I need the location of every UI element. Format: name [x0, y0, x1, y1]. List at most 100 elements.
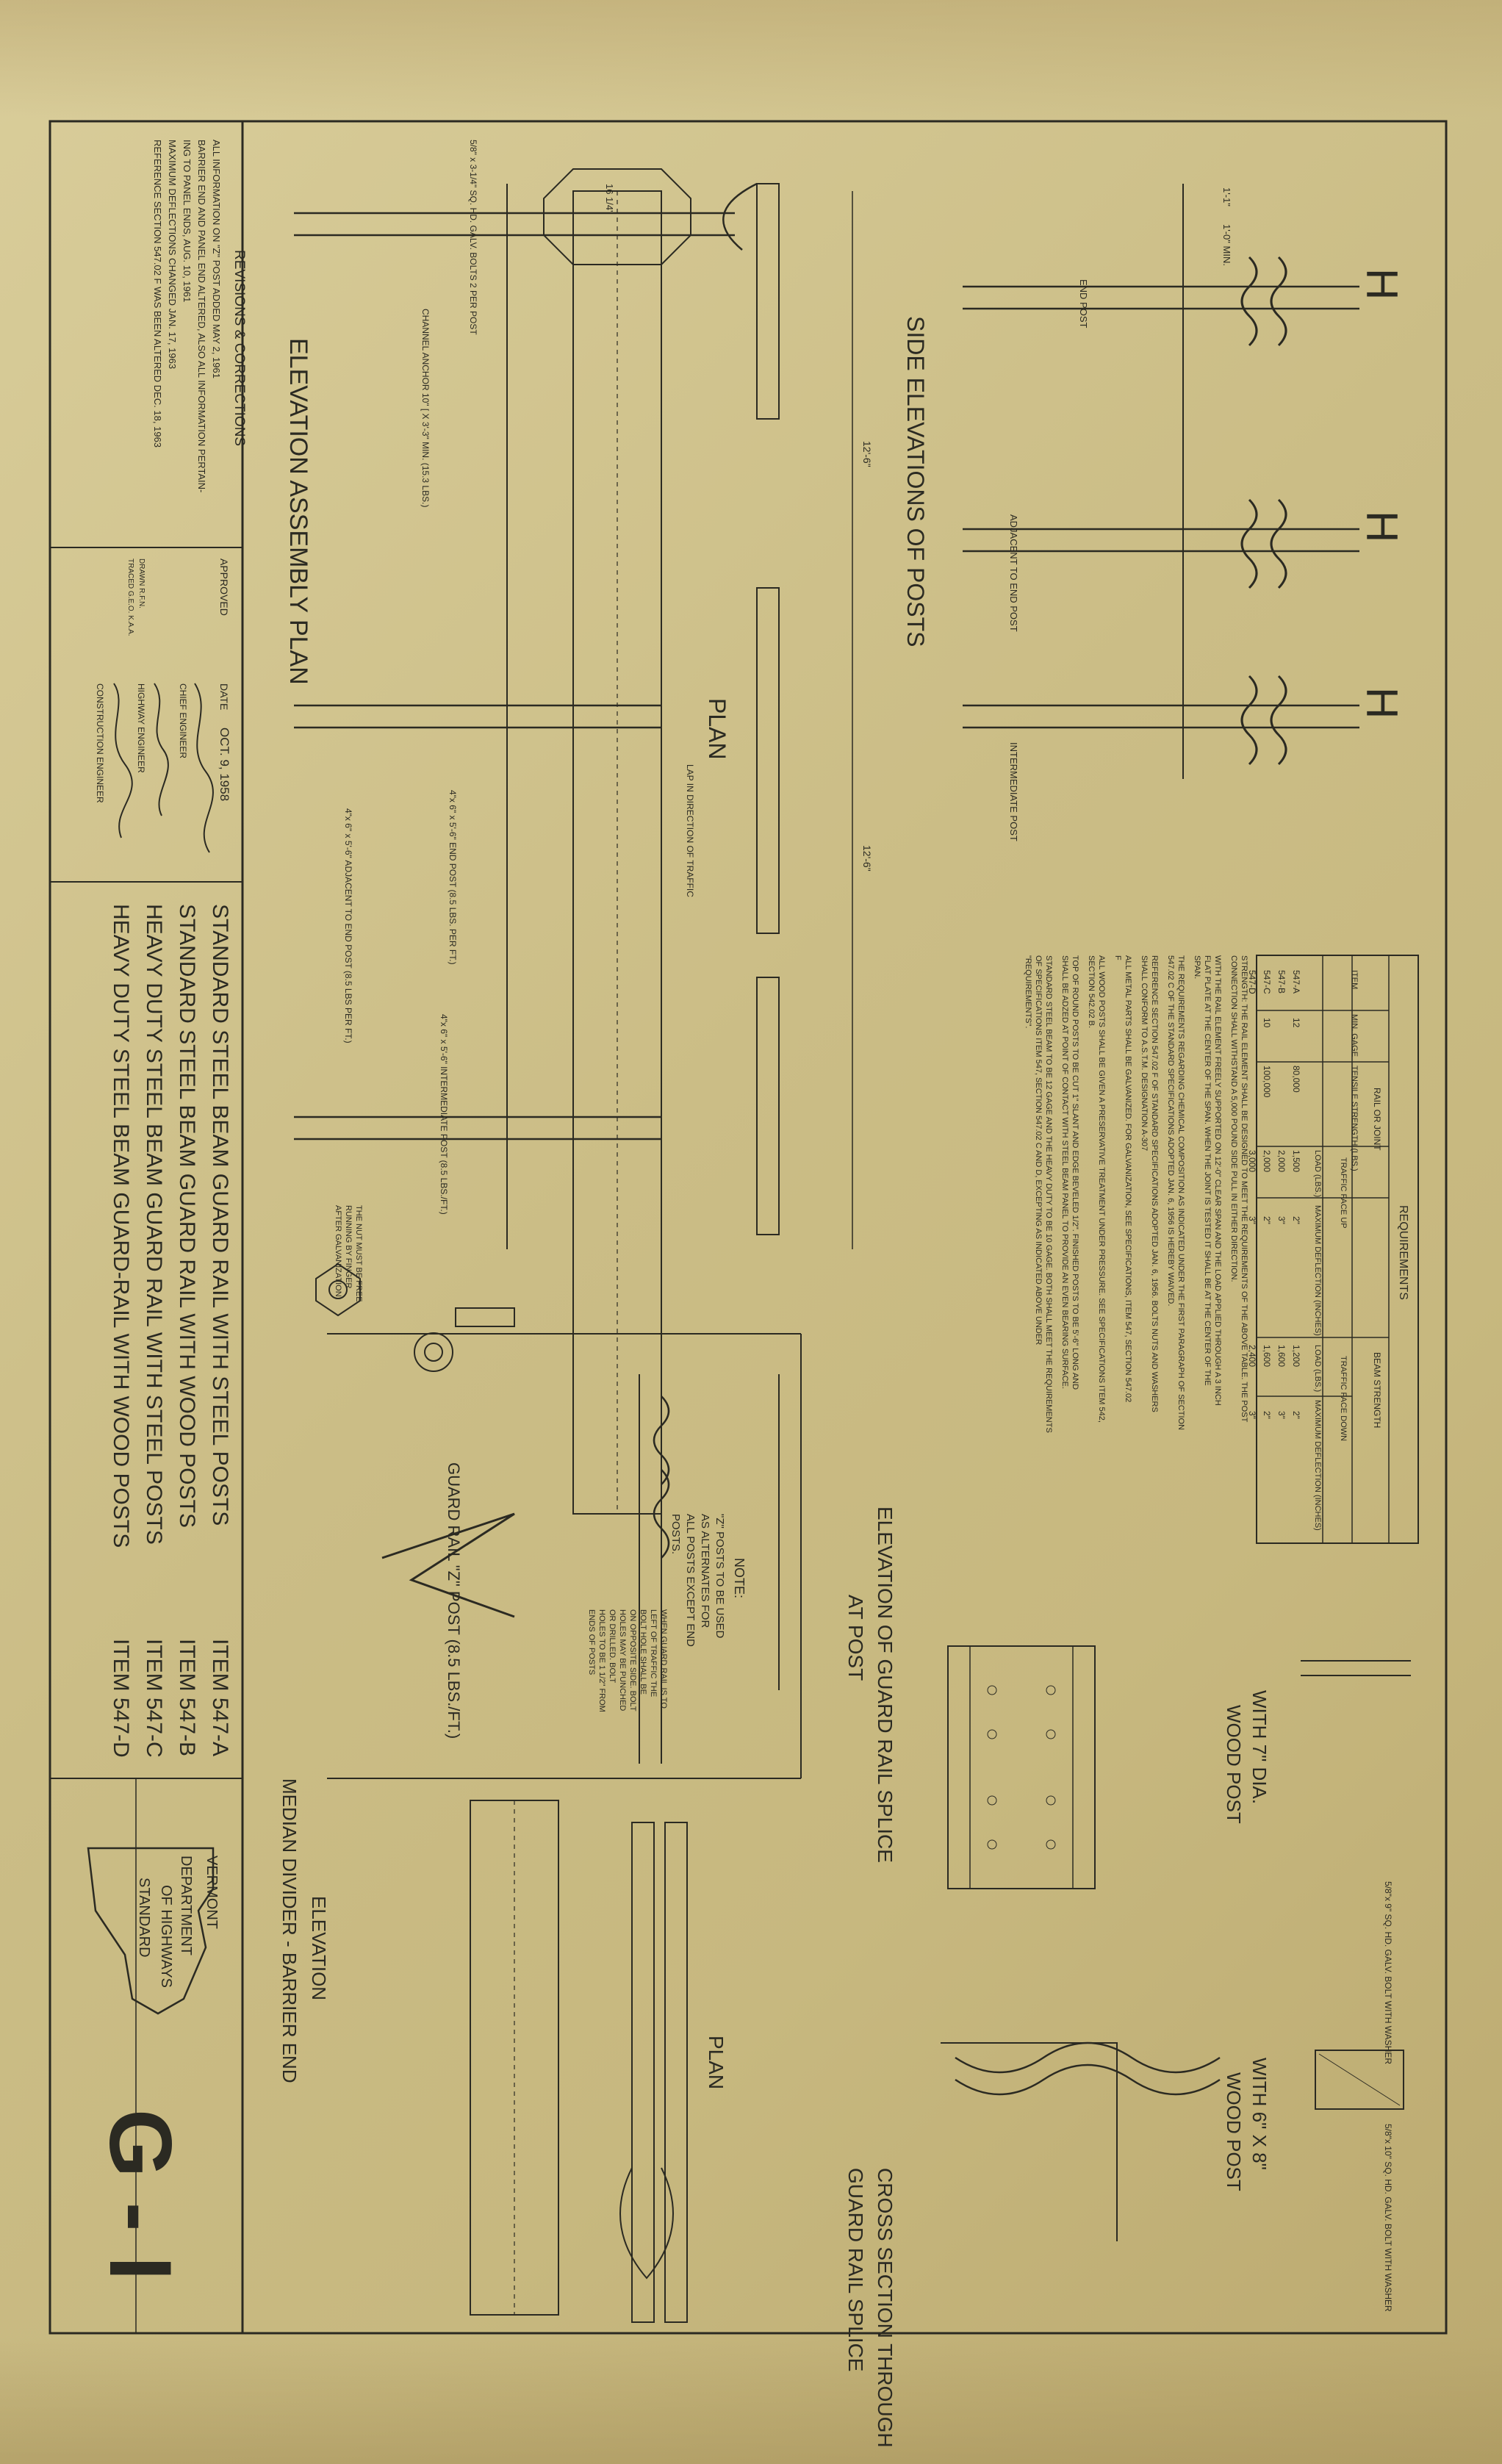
wood-post-round-2: WOOD POST	[1223, 1705, 1245, 1824]
requirements-cell: 1,200	[1291, 1345, 1301, 1367]
traffic-face-up: TRAFFIC FACE UP	[1339, 1157, 1348, 1229]
requirements-cell: 3"	[1276, 1411, 1287, 1419]
requirements-cell: 2,400	[1247, 1345, 1257, 1367]
revisions-block: REVISIONS & CORRECTIONS ALL INFORMATION …	[152, 140, 247, 492]
title-list: STANDARD STEEL BEAM GUARD RAIL WITH STEE…	[109, 904, 232, 1758]
bolt-note-line: HOLES MAY BE PUNCHED	[618, 1609, 627, 1711]
end-post-spec: 4"x 6" x 5'-6" END POST (8.5 LBS. PER FT…	[448, 790, 458, 965]
highway-engineer-label: HIGHWAY ENGINEER	[136, 683, 146, 773]
requirements-cell: 80,000	[1291, 1066, 1301, 1093]
requirements-note-line: STANDARD STEEL BEAM TO BE 12 GAGE AND TH…	[1044, 955, 1053, 1433]
z-post-title-g: GUARD RAIL "Z" POST (8.5 LBS./FT.)	[445, 1462, 463, 1739]
dim-12-6-b: 12'-6"	[861, 845, 873, 872]
svg-text:H: H	[1357, 687, 1406, 719]
sheet-border	[48, 120, 1448, 2335]
cross-section-title-g: CROSS SECTION THROUGH GUARD RAIL SPLICE	[844, 2168, 896, 2448]
wood-post-sq-2: WOOD POST	[1223, 2072, 1245, 2191]
channel-anchor-g: CHANNEL ANCHOR 10" [ X 3'-3" MIN. (15.3 …	[420, 309, 431, 507]
adjacent-post-label: ADJACENT TO END POST	[1008, 514, 1019, 632]
bolt-note-line: HOLES TO BE 1 1/2" FROM	[597, 1609, 606, 1712]
cross-section-splice	[941, 2041, 1221, 2241]
traffic-face-down: TRAFFIC FACE DOWN	[1339, 1356, 1348, 1441]
requirements-note-line: OF SPECIFICATIONS ITEM 547, SECTION 547.…	[1034, 955, 1043, 1345]
thread-note-line: THE NUT MUST BE FREE	[354, 1205, 363, 1302]
int-post-spec-g: 4"x 6" x 5'-6" INTERMEDIATE POST (8.5 LB…	[439, 1014, 449, 1215]
bolt-spec-sq-g: 5/8"x 10" SQ. HD. GALV. BOLT WITH WASHER	[1383, 2124, 1393, 2312]
bolt-spec-round-g: 5/8"x 9" SQ. HD. GALV. BOLT WITH WASHER	[1383, 1881, 1393, 2064]
thread-note-block: THE NUT MUST BE FREE RUNNING BY FINGER A…	[334, 1205, 363, 1302]
requirements-cell: 2"	[1291, 1216, 1301, 1224]
requirements-cell: 1,500	[1291, 1150, 1301, 1172]
z-note-line: ALL POSTS EXCEPT END	[684, 1514, 697, 1647]
wood-post-sq-1: WITH 6" X 8"	[1248, 2058, 1271, 2170]
requirements-cell: 12	[1291, 1018, 1301, 1028]
median-title-g: ELEVATION MEDIAN DIVIDER - BARRIER END	[279, 1778, 330, 2083]
traced-by: TRACED G.E.O. K.A.A.	[126, 558, 134, 636]
agency-department: DEPARTMENT	[178, 1856, 194, 1955]
thread-note-line: AFTER GALVANIZATION	[334, 1205, 342, 1297]
z-note-line: POSTS.	[669, 1514, 682, 1554]
lap-direction: LAP IN DIRECTION OF TRAFFIC	[685, 764, 695, 897]
col-tensile: TENSILE STRENGTH (LBS.)	[1350, 1066, 1359, 1171]
sheet-number-block: G - I	[91, 2109, 190, 2280]
requirements-cell: 547-A	[1291, 970, 1301, 994]
requirements-notes: STRENGTH: THE RAIL ELEMENT SHALL BE DESI…	[1024, 955, 1248, 1433]
elevation-assembly	[294, 168, 735, 1515]
title-547d: HEAVY DUTY STEEL BEAM GUARD-RAIL WITH WO…	[109, 904, 133, 1548]
dim-16: 16 1/4"	[604, 184, 615, 214]
requirements-cell: 3"	[1247, 1216, 1257, 1224]
requirements-cell: 547-C	[1262, 970, 1272, 994]
requirements-rows: 547-A1280,0001,5002"1,2002"547-B2,0003"1…	[1247, 970, 1301, 1419]
z-note-title: NOTE:	[732, 1558, 747, 1598]
splice-elevation	[947, 1645, 1096, 1889]
col-defl-down: MAXIMUM DEFLECTION (INCHES)	[1313, 1400, 1322, 1531]
splice-title-g: ELEVATION OF GUARD RAIL SPLICE AT POST	[844, 1506, 896, 1863]
item-547c: ITEM 547-C	[142, 1639, 166, 1758]
requirements-cell: 2,000	[1276, 1150, 1287, 1172]
z-post-title: GUARD RAIL "Z" POST (8.5 LBS./FT.)	[445, 1462, 463, 1739]
requirements-note-line: REFERENCE SECTION 547.02 F OF STANDARD S…	[1150, 955, 1159, 1412]
requirements-cell: 2"	[1291, 1411, 1301, 1419]
splice-title-1: ELEVATION OF GUARD RAIL SPLICE	[874, 1506, 896, 1863]
signature-construction	[113, 683, 133, 838]
median-title-2: MEDIAN DIVIDER - BARRIER END	[279, 1778, 301, 2083]
wood-post-round-1: WITH 7" DIA.	[1248, 1690, 1271, 1804]
bolt-spec-sq: 5/8"x 10" SQ. HD. GALV. BOLT WITH WASHER	[1383, 2124, 1393, 2312]
revision-line: ALL INFORMATION ON "Z" POST ADDED MAY 2,…	[211, 140, 222, 378]
adjacent-post-label-g: ADJACENT TO END POST	[1008, 514, 1019, 632]
bolt-note-line: ENDS OF POSTS	[587, 1609, 596, 1675]
intermediate-post-label: INTERMEDIATE POST	[1008, 742, 1019, 841]
bolt-note-line: WHEN GUARD RAIL IS TO	[659, 1609, 668, 1709]
wood-post-sq-g: WITH 6" X 8" WOOD POST	[1223, 2058, 1271, 2191]
requirements-note-line: SHALL CONFORM TO A.S.T.M. DESIGNATION A-…	[1140, 955, 1149, 1151]
cross-section-title-2: GUARD RAIL SPLICE	[844, 2168, 867, 2371]
dim-1-1-g: 1'-1" 1'-0" MIN.	[1221, 187, 1232, 266]
title-547c: HEAVY DUTY STEEL BEAM GUARD RAIL WITH ST…	[142, 904, 166, 1545]
dim-12-6-b-g: 12'-6"	[861, 845, 873, 872]
median-plan-title: PLAN	[705, 2036, 727, 2089]
col-load-up: LOAD (LBS.)	[1313, 1150, 1322, 1197]
approval-date: OCT. 9, 1958	[218, 728, 231, 801]
bolt-note-line: BOLT HOLE SHALL BE	[639, 1609, 647, 1695]
adj-post-spec-g: 4"x 6" x 5'-6" ADJACENT TO END POST (8.5…	[343, 808, 353, 1044]
requirements-table-text: REQUIREMENTS RAIL OR JOINT BEAM STRENGTH…	[1313, 970, 1409, 1531]
beam-strength: BEAM STRENGTH	[1372, 1352, 1382, 1428]
requirements-note-line: CONNECTION SHALL WITHSTAND A 5,000 POUND…	[1229, 955, 1238, 1282]
item-547b: ITEM 547-B	[175, 1639, 199, 1756]
svg-text:H: H	[1357, 511, 1406, 542]
requirements-cell: 1,600	[1276, 1345, 1287, 1367]
paper-stain-bottom	[0, 2337, 1502, 2464]
median-title-1: ELEVATION	[308, 1896, 330, 2000]
splice-title-2: AT POST	[844, 1595, 867, 1681]
requirements-note-line: SPAN.	[1193, 955, 1201, 979]
agency-state: VERMONT	[204, 1856, 220, 1929]
col-defl-up: MAXIMUM DEFLECTION (INCHES)	[1313, 1205, 1322, 1336]
bolt-note-line: OR DRILLED. BOLT	[608, 1609, 617, 1683]
plan-title-g: PLAN	[704, 698, 730, 760]
requirements-cell: 2,000	[1262, 1150, 1272, 1172]
side-elevations-title-g: SIDE ELEVATIONS OF POSTS	[902, 316, 929, 647]
requirements-note-line: THE REQUIREMENTS REGARDING CHEMICAL COMP…	[1176, 955, 1185, 1430]
vermont-state-outline	[87, 1847, 215, 2015]
